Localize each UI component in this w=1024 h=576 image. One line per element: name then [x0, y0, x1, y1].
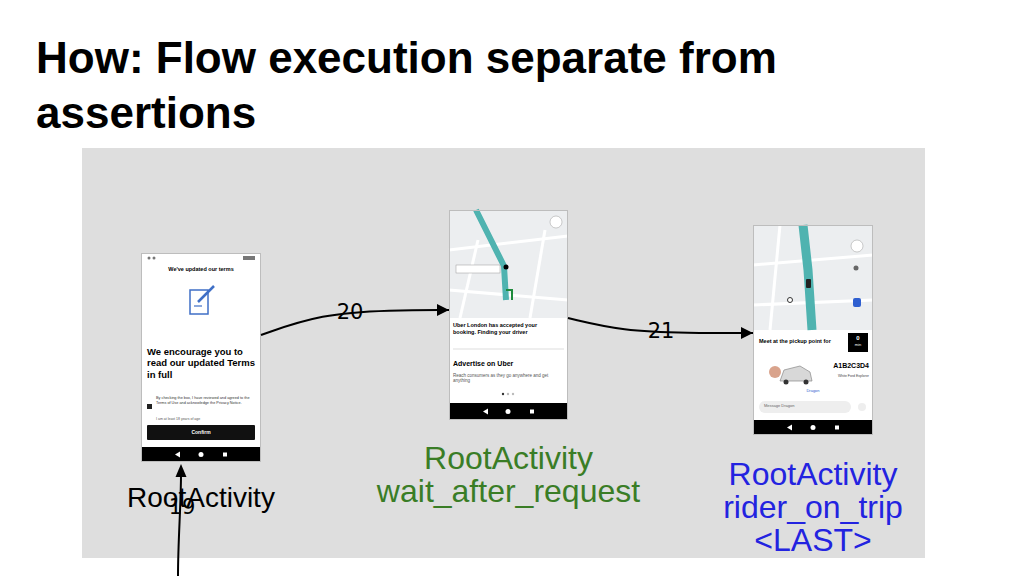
- confirm-button: [147, 425, 255, 440]
- car-wheel: [784, 380, 789, 385]
- map-street: [530, 230, 545, 318]
- status-icon: [148, 257, 151, 260]
- compass: [550, 216, 562, 228]
- diagram-background: [82, 148, 925, 558]
- page-dot: [502, 393, 504, 395]
- page-dot: [507, 393, 509, 395]
- screen-text: I am at least 18 years of age: [156, 417, 255, 421]
- state-label: RootActivity: [101, 481, 301, 514]
- screen-node: RootActivity wait_after_request: [449, 210, 568, 420]
- slide-title: How: Flow execution separate from assert…: [36, 30, 836, 140]
- screen-text: We've updated our terms: [141, 266, 261, 273]
- screen-text: Dragon: [793, 389, 833, 394]
- car-marker: [806, 279, 811, 288]
- screen-text: Message Dragon: [764, 404, 834, 409]
- map-street: [753, 255, 873, 265]
- screen-text: Meet at the pickup point for: [759, 338, 841, 345]
- nav-recent: [223, 453, 227, 457]
- driver-avatar: [769, 366, 781, 378]
- car-wheel: [804, 380, 809, 385]
- status-icon: [153, 257, 156, 260]
- screen-text: Advertise on Uber: [453, 360, 561, 368]
- phone-screen: [449, 210, 568, 420]
- edge-number: 19: [168, 495, 196, 520]
- checkbox: [147, 404, 152, 409]
- message-bar: [759, 401, 851, 413]
- nav-home: [811, 425, 816, 430]
- map-street: [770, 225, 780, 330]
- pen-icon: [198, 286, 214, 302]
- map-poi: [854, 266, 859, 271]
- state-label: RootActivity wait_after_request: [359, 442, 659, 508]
- nav-back: [787, 425, 792, 431]
- screen-text: A1B2C3D4: [815, 362, 869, 370]
- map-street: [460, 240, 478, 318]
- edge-number: 21: [641, 318, 681, 344]
- screen-text: We encourage you to read our updated Ter…: [147, 346, 259, 380]
- divider: [453, 349, 564, 350]
- phone-screen: [141, 253, 261, 462]
- nav-recent: [530, 410, 534, 414]
- pickup-pin: [504, 265, 509, 270]
- edge-number: 20: [330, 299, 370, 325]
- map-street: [449, 236, 568, 250]
- page-dot: [512, 393, 514, 395]
- nav-bar: [449, 403, 568, 420]
- screen-text: Uber London has accepted your booking. F…: [453, 322, 553, 335]
- map-path: [506, 290, 512, 300]
- arrow-head: [176, 464, 187, 477]
- eta-box: [848, 333, 868, 352]
- nav-recent: [835, 426, 839, 430]
- nav-home: [199, 452, 204, 457]
- map-bubble: [456, 265, 500, 273]
- state-label: RootActivity rider_on_trip <LAST>: [703, 458, 923, 557]
- map: [449, 210, 568, 318]
- route-line: [476, 210, 506, 300]
- route-line: [803, 225, 812, 330]
- screen-text: min: [848, 343, 868, 348]
- map-poi: [788, 298, 793, 303]
- shield-icon: [853, 298, 861, 307]
- car-image: [780, 366, 812, 381]
- nav-bar: [141, 447, 261, 462]
- nav-back: [175, 452, 180, 458]
- nav-bar: [753, 420, 873, 435]
- screen-text: White Ford Explorer: [815, 374, 869, 378]
- phone-button: [858, 403, 866, 411]
- map: [753, 225, 873, 330]
- phone-screen: [753, 225, 873, 435]
- screen-text: 0: [848, 335, 868, 342]
- screen-text: By checking the box, I have reviewed and…: [156, 396, 255, 405]
- document-icon: [194, 305, 202, 306]
- screen-text: Confirm: [147, 429, 255, 435]
- compass: [851, 240, 863, 252]
- screen-text: Reach consumers as they go anywhere and …: [453, 373, 553, 384]
- nav-home: [506, 409, 511, 414]
- status-icon: [243, 256, 255, 260]
- nav-back: [483, 409, 488, 415]
